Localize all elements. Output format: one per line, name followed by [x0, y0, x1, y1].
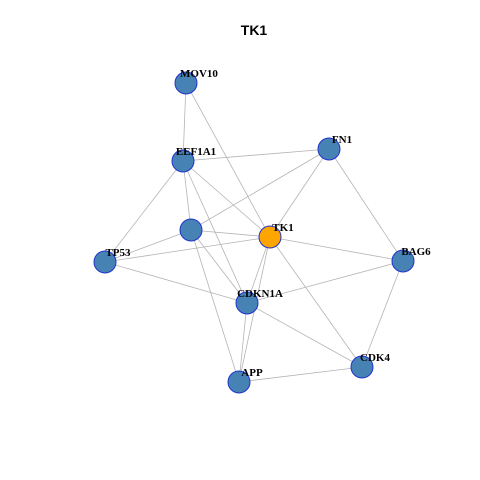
node-label-tk1: TK1 — [272, 222, 293, 234]
edge-bag6-cdkn1a — [246, 260, 404, 304]
edge-tk1-bag6 — [269, 236, 404, 262]
edge-app-cdk4 — [238, 366, 363, 383]
node-cdkn1a — [235, 291, 259, 315]
edge-fn1-unlabeled — [190, 148, 330, 231]
edge-unlabeled-cdkn1a — [190, 229, 248, 304]
node-layer — [93, 71, 415, 394]
edge-bag6-cdk4 — [361, 260, 404, 368]
node-label-fn1: FN1 — [332, 134, 352, 146]
edge-layer — [104, 82, 404, 383]
edge-fn1-tk1 — [269, 148, 330, 238]
edge-eef1a1-fn1 — [182, 148, 330, 162]
edge-tk1-cdk4 — [269, 236, 363, 368]
edge-unlabeled-app — [190, 229, 240, 383]
edge-tp53-cdkn1a — [104, 261, 248, 304]
node-cdk4 — [350, 355, 374, 379]
node-label-app: APP — [241, 367, 263, 379]
edge-mov10-tk1 — [185, 82, 271, 238]
edge-unlabeled-tk1 — [190, 229, 271, 238]
edge-eef1a1-tp53 — [104, 160, 184, 263]
node-unlabeled — [179, 218, 203, 242]
node-label-mov10: MOV10 — [180, 68, 218, 80]
node-tp53 — [93, 250, 117, 274]
edge-eef1a1-tk1 — [182, 160, 271, 238]
node-label-bag6: BAG6 — [401, 246, 431, 258]
node-label-eef1a1: EEF1A1 — [176, 146, 216, 158]
node-eef1a1 — [171, 149, 195, 173]
edge-cdkn1a-app — [238, 302, 248, 383]
edge-fn1-bag6 — [328, 148, 404, 262]
edge-tk1-tp53 — [104, 236, 271, 263]
node-bag6 — [391, 249, 415, 273]
edge-cdkn1a-cdk4 — [246, 302, 363, 368]
node-app — [227, 370, 251, 394]
node-label-tp53: TP53 — [105, 247, 131, 259]
edge-unlabeled-tp53 — [104, 229, 192, 263]
node-fn1 — [317, 137, 341, 161]
node-label-cdkn1a: CDKN1A — [237, 288, 283, 300]
node-tk1 — [258, 225, 282, 249]
edge-mov10-eef1a1 — [182, 82, 187, 162]
edge-tk1-cdkn1a — [246, 236, 271, 304]
node-mov10 — [174, 71, 198, 95]
node-label-cdk4: CDK4 — [360, 352, 390, 364]
diagram-title: TK1 — [241, 22, 268, 38]
edge-eef1a1-unlabeled — [182, 160, 192, 231]
